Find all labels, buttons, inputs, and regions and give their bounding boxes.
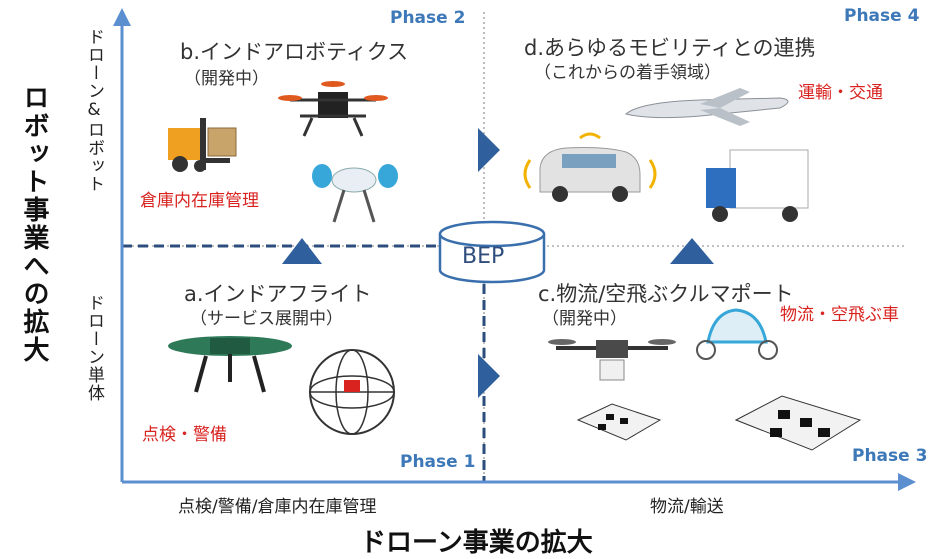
- phase-2-label: Phase 2: [390, 8, 466, 28]
- truck-icon: [706, 149, 809, 222]
- phase-1-label: Phase 1: [400, 452, 476, 472]
- airplane-icon: [624, 88, 789, 126]
- x-category-left: 点検/警備/倉庫内在庫管理: [178, 497, 377, 517]
- arrow-a-to-c: [478, 354, 500, 398]
- quadrant-c-title: c.物流/空飛ぶクルマポート: [538, 282, 794, 306]
- bep-label: BEP: [462, 244, 505, 269]
- x-axis-arrowhead: [898, 473, 916, 491]
- quadrant-d-title: d.あらゆるモビリティとの連携: [524, 36, 816, 60]
- y-axis-arrowhead: [113, 8, 131, 26]
- quadrant-a-use-case: 点検・警備: [142, 425, 227, 445]
- x-category-right: 物流/輸送: [650, 497, 724, 517]
- air-car-icon: [696, 308, 778, 360]
- cage-drone-icon: [309, 349, 395, 435]
- quadrant-a-title: a.インドアフライト: [184, 282, 372, 306]
- quadrant-b-title: b.インドアロボティクス: [180, 40, 409, 64]
- landing-pad-icon: [576, 403, 662, 441]
- quadrant-d-status: （これからの着手領域）: [534, 63, 721, 83]
- quadrant-c-use-case: 物流・空飛ぶ車: [780, 305, 899, 325]
- bep-cylinder: [438, 220, 546, 284]
- quadrant-d-use-case: 運輸・交通: [798, 83, 883, 103]
- autonomous-car-icon: [523, 132, 657, 202]
- robot-drone-icon: [312, 164, 398, 223]
- x-axis-title: ドローン事業の拡大: [360, 528, 593, 558]
- quadrant-b-use-case: 倉庫内在庫管理: [140, 191, 259, 211]
- arrow-b-to-d: [478, 128, 500, 172]
- y-category-upper: ドローン&ロボット: [84, 28, 104, 193]
- drone-icon: [168, 336, 292, 393]
- quadrant-b-status: （開発中）: [184, 69, 269, 89]
- quadrant-c-status: （開発中）: [542, 309, 627, 329]
- hexacopter-icon: [278, 81, 388, 137]
- cargo-drone-icon: [548, 339, 676, 381]
- forklift-icon: [168, 118, 237, 172]
- phase-4-label: Phase 4: [844, 6, 920, 26]
- phase-3-label: Phase 3: [852, 446, 928, 466]
- y-category-lower: ドローン単体: [84, 294, 104, 402]
- landing-pad-icon: [734, 395, 862, 451]
- arrow-c-to-d: [670, 238, 714, 264]
- y-axis-title: ロボット事業への拡大: [19, 84, 49, 364]
- arrow-a-to-b: [282, 238, 322, 264]
- quadrant-a-status: （サービス展開中）: [190, 309, 343, 329]
